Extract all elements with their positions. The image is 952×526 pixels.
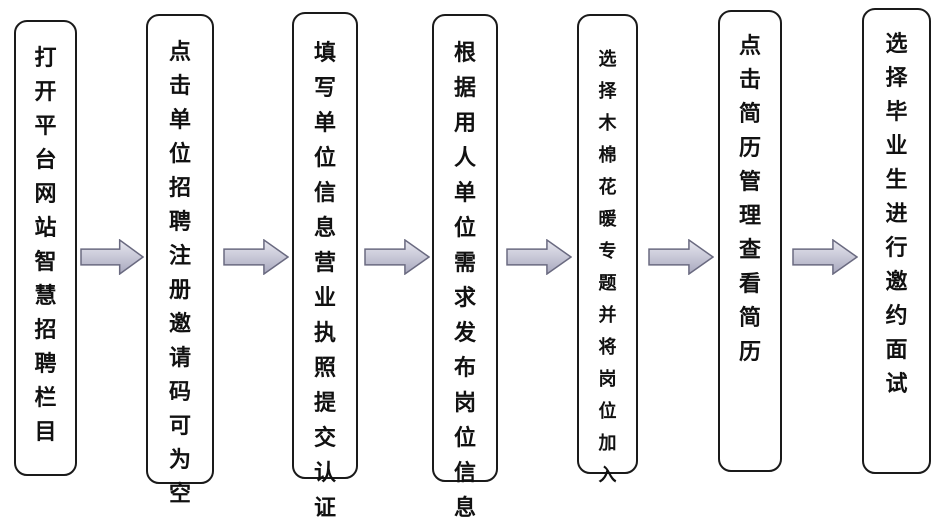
step-box-register: 点击单位招聘注册邀请码可为空点击单位招聘注册邀请码可为空 <box>146 14 214 507</box>
step-label-vertical: 填写单位信息营业执照提交认证 <box>313 41 336 521</box>
step-label-vertical: 根据用人单位需求发布岗位信息 <box>453 41 476 521</box>
step-box-open-platform: 打开平台网站智慧招聘栏目打开平台网站智慧招聘栏目 <box>14 20 77 476</box>
step-box-join-topic: 选择木棉花暖专题并将岗位加入选择木棉花暖专题并将岗位加入 <box>577 14 638 486</box>
step-label-vertical: 点击单位招聘注册邀请码可为空 <box>168 40 191 507</box>
step-box-post-job: 根据用人单位需求发布岗位信息根据用人单位需求发布岗位信息 <box>432 14 498 521</box>
step-label-vertical: 打开平台网站智慧招聘栏目 <box>34 46 57 445</box>
flow-arrow-icon <box>792 239 858 275</box>
step-box-certify: 填写单位信息营业执照提交认证填写单位信息营业执照提交认证 <box>292 12 358 521</box>
step-label-vertical: 点击简历管理查看简历 <box>738 34 761 365</box>
step-label-vertical: 选择毕业生进行邀约面试 <box>885 32 908 397</box>
flow-arrow-icon <box>506 239 572 275</box>
flow-arrow-icon <box>648 239 714 275</box>
step-label-vertical: 选择木棉花暖专题并将岗位加入 <box>598 49 617 486</box>
flow-arrow-icon <box>80 239 144 275</box>
flow-arrow-icon <box>223 239 289 275</box>
recruitment-flowchart: 打开平台网站智慧招聘栏目打开平台网站智慧招聘栏目点击单位招聘注册邀请码可为空点击… <box>14 8 931 521</box>
flow-arrow-icon <box>364 239 430 275</box>
step-box-review-resumes: 点击简历管理查看简历点击简历管理查看简历 <box>718 10 782 472</box>
step-box-interview: 选择毕业生进行邀约面试选择毕业生进行邀约面试 <box>862 8 931 474</box>
